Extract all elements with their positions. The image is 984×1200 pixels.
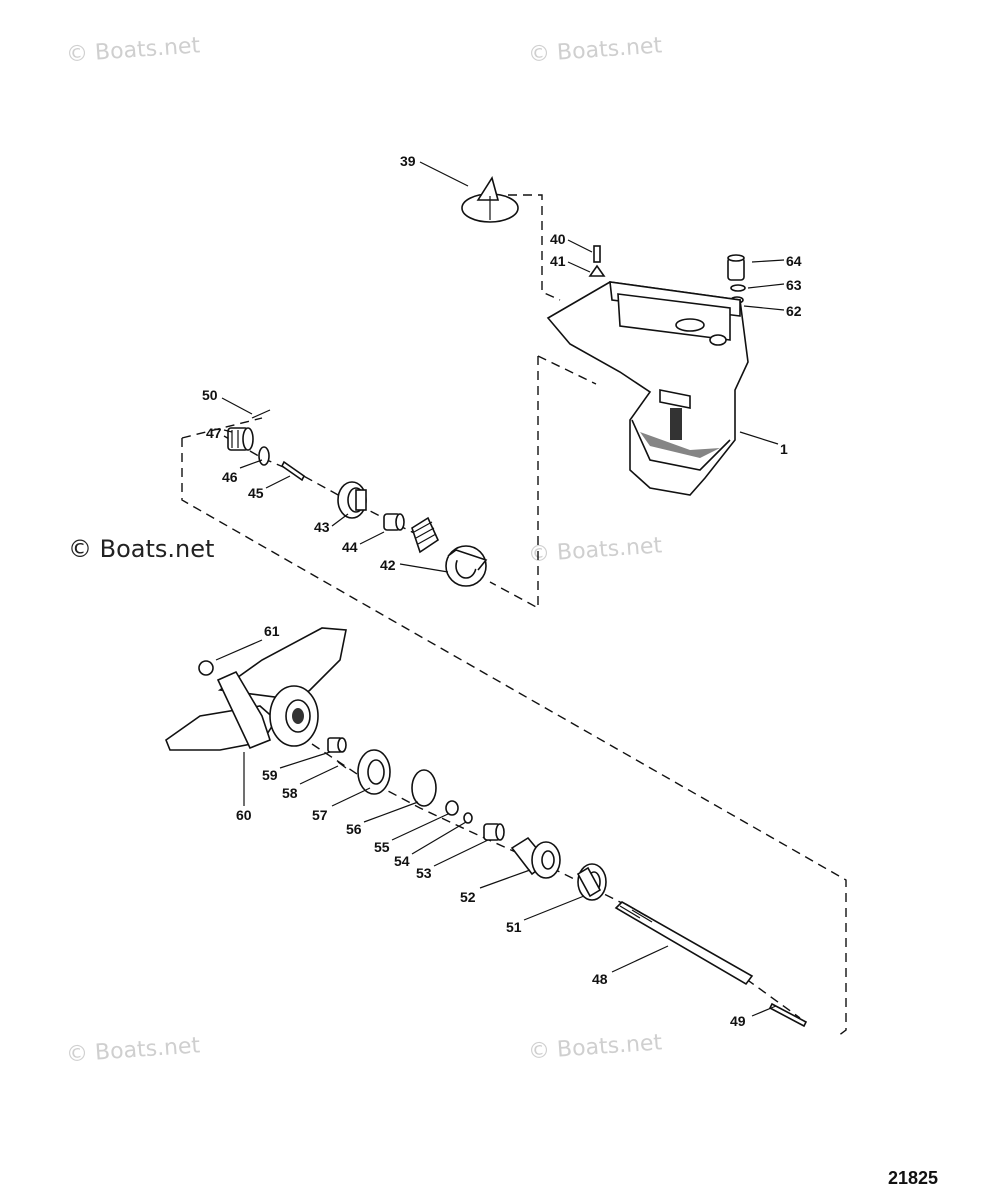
part-56-o-ring [411,769,437,807]
callout-44: 44 [342,539,358,555]
callout-62: 62 [786,303,802,319]
assembly-line [181,417,263,439]
part-64-sleeve [727,254,745,281]
part-40-41-screw-washer [588,245,606,277]
callout-56: 56 [346,821,362,837]
callout-43: 43 [314,519,330,535]
part-45-shaft-pin [280,460,306,482]
part-46-ring [258,446,270,466]
part-39-plate [461,176,519,223]
watermark: © Boats.net [68,535,215,563]
part-44-sleeve [383,513,405,531]
assembly-line [537,355,597,385]
leader-lines [215,161,785,1017]
callout-63: 63 [786,277,802,293]
callout-46: 46 [222,469,238,485]
part-55-washer [445,800,459,816]
callout-51: 51 [506,919,522,935]
callout-59: 59 [262,767,278,783]
drawing-number: 21825 [887,1168,938,1188]
assembly-line [508,194,561,301]
callout-52: 52 [460,889,476,905]
callout-48: 48 [592,971,608,987]
part-47-bearing [227,427,254,451]
part-42-bearing-cup [445,545,488,587]
part-57-thrust-washer [357,749,391,795]
assembly-line [181,438,847,1037]
callout-58: 58 [282,785,298,801]
part-54-spacer [463,812,473,824]
part-1-gear-housing [546,281,749,496]
part-pinion-gear [411,516,440,554]
part-63-washer [730,284,746,292]
callout-40: 40 [550,231,566,247]
callout-labels: 39 40 41 64 63 62 1 50 47 46 45 43 44 42… [202,153,802,1029]
part-43-gear [337,481,367,519]
callout-57: 57 [312,807,328,823]
part-48-propeller-shaft [614,901,754,986]
callout-55: 55 [374,839,390,855]
callout-1: 1 [780,441,788,457]
callout-39: 39 [400,153,416,169]
part-61-nut [198,660,214,676]
callout-60: 60 [236,807,252,823]
callout-53: 53 [416,865,432,881]
callout-45: 45 [248,485,264,501]
part-49-shaft [768,1002,808,1028]
callout-47: 47 [206,425,222,441]
callout-54: 54 [394,853,410,869]
part-58-cotter-pin [337,761,347,769]
callout-61: 61 [264,623,280,639]
part-53-bushing [483,823,505,841]
callout-49: 49 [730,1013,746,1029]
callout-50: 50 [202,387,218,403]
assembly-line [489,356,539,610]
part-60-propeller [165,627,347,751]
callout-41: 41 [550,253,566,269]
callout-42: 42 [380,557,396,573]
part-51-forward-gear [576,863,607,901]
part-50-pin [251,409,271,419]
part-52-bearing-carrier [510,836,561,879]
part-59-nut [327,737,347,753]
callout-64: 64 [786,253,802,269]
